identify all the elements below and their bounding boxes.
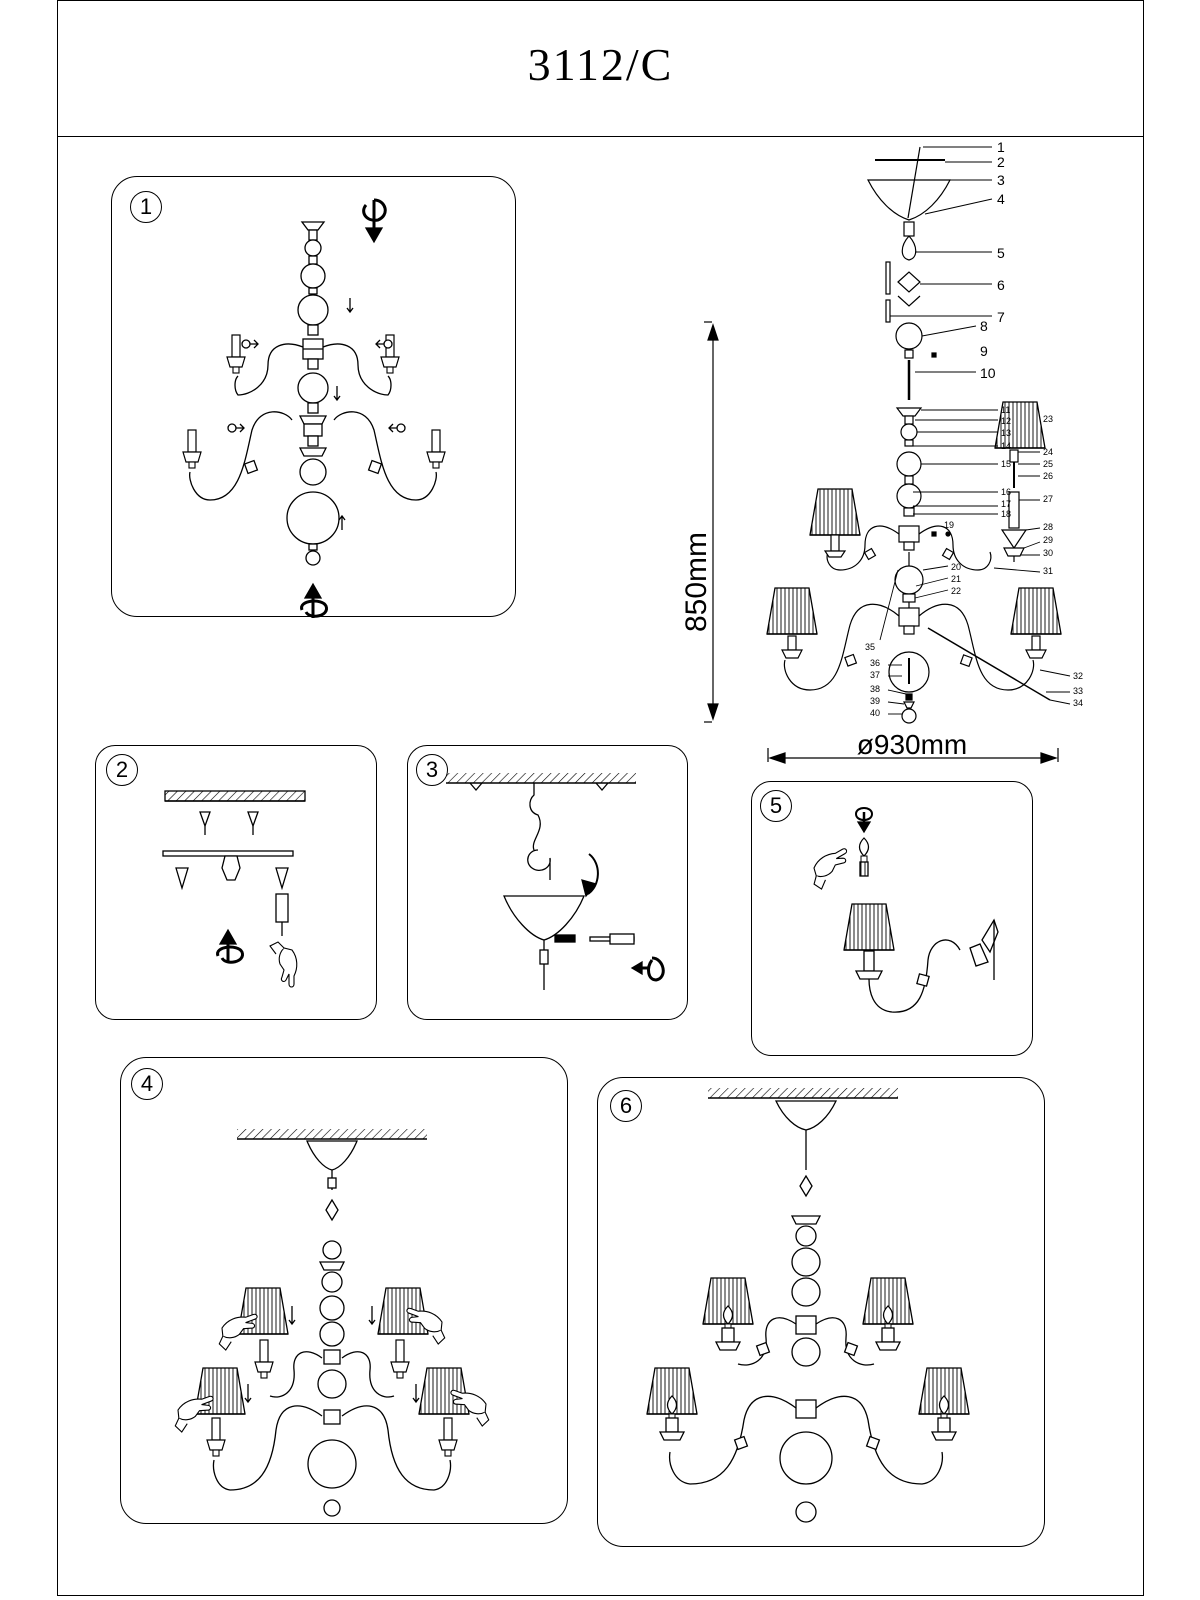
page-frame (57, 0, 1144, 1596)
step-6-drawing (646, 1088, 970, 1523)
part-label: 21 (951, 574, 961, 584)
part-label: 16 (1001, 487, 1011, 497)
step-5-panel: 5 (751, 781, 1033, 1056)
step-2-number: 2 (106, 754, 138, 786)
step-3-drawing (446, 773, 665, 990)
part-label: 10 (980, 365, 996, 381)
part-label: 12 (1001, 416, 1011, 426)
exploded-parts-drawing (766, 146, 1071, 724)
part-label: 38 (870, 684, 880, 694)
part-label: 23 (1043, 414, 1053, 424)
part-label: 14 (1001, 441, 1011, 451)
step-5-drawing (804, 807, 999, 1013)
part-label: 35 (865, 642, 875, 652)
part-label: 40 (870, 708, 880, 718)
part-label: 24 (1043, 447, 1053, 457)
step-4-number: 4 (131, 1068, 163, 1100)
part-label: 2 (997, 154, 1005, 170)
part-label: 26 (1043, 471, 1053, 481)
part-label: 34 (1073, 698, 1083, 708)
diameter-dimension-label: ø930mm (857, 729, 967, 760)
part-label: 5 (997, 245, 1005, 261)
dimension-height (704, 321, 719, 723)
part-label: 39 (870, 696, 880, 706)
part-label: 3 (997, 172, 1005, 188)
part-label: 27 (1043, 494, 1053, 504)
model-title: 3112/C (527, 39, 674, 90)
part-label: 9 (980, 343, 988, 359)
part-label: 33 (1073, 686, 1083, 696)
part-label: 22 (951, 586, 961, 596)
part-label: 32 (1073, 671, 1083, 681)
part-label: 4 (997, 191, 1005, 207)
part-label: 6 (997, 277, 1005, 293)
step-6-number: 6 (610, 1090, 642, 1122)
part-label: 36 (870, 658, 880, 668)
part-label: 8 (980, 318, 988, 334)
part-labels: 1 2 3 4 5 6 7 8 9 10 (980, 139, 1005, 381)
part-label: 20 (951, 562, 961, 572)
step-3-number: 3 (416, 754, 448, 786)
part-label: 28 (1043, 522, 1053, 532)
part-label: 25 (1043, 459, 1053, 469)
part-label: 11 (1001, 405, 1010, 415)
step-4-drawing (168, 1129, 496, 1517)
part-label: 37 (870, 670, 880, 680)
part-label: 19 (944, 520, 954, 530)
step-1-drawing (182, 198, 446, 618)
dimension-diameter (767, 748, 1059, 764)
part-label: 30 (1043, 548, 1053, 558)
step-2-drawing (162, 790, 306, 988)
step-4-panel: 4 (120, 1057, 568, 1524)
step-6-panel: 6 (597, 1077, 1045, 1547)
part-label: 13 (1001, 428, 1011, 438)
part-label: 31 (1043, 566, 1053, 576)
part-label: 29 (1043, 535, 1053, 545)
part-label: 1 (997, 139, 1005, 155)
part-label: 7 (997, 309, 1005, 325)
step-5-number: 5 (760, 790, 792, 822)
part-labels-small: 11 12 13 14 15 16 17 18 19 20 21 22 23 2… (865, 405, 1083, 718)
part-label: 18 (1001, 509, 1011, 519)
step-2-panel: 2 (95, 745, 377, 1020)
part-label: 17 (1001, 499, 1011, 509)
title-bar: 3112/C (57, 0, 1144, 137)
step-1-number: 1 (130, 191, 162, 223)
part-label: 15 (1001, 459, 1011, 469)
step-3-panel: 3 (407, 745, 688, 1020)
height-dimension-label: 850mm (680, 532, 713, 632)
